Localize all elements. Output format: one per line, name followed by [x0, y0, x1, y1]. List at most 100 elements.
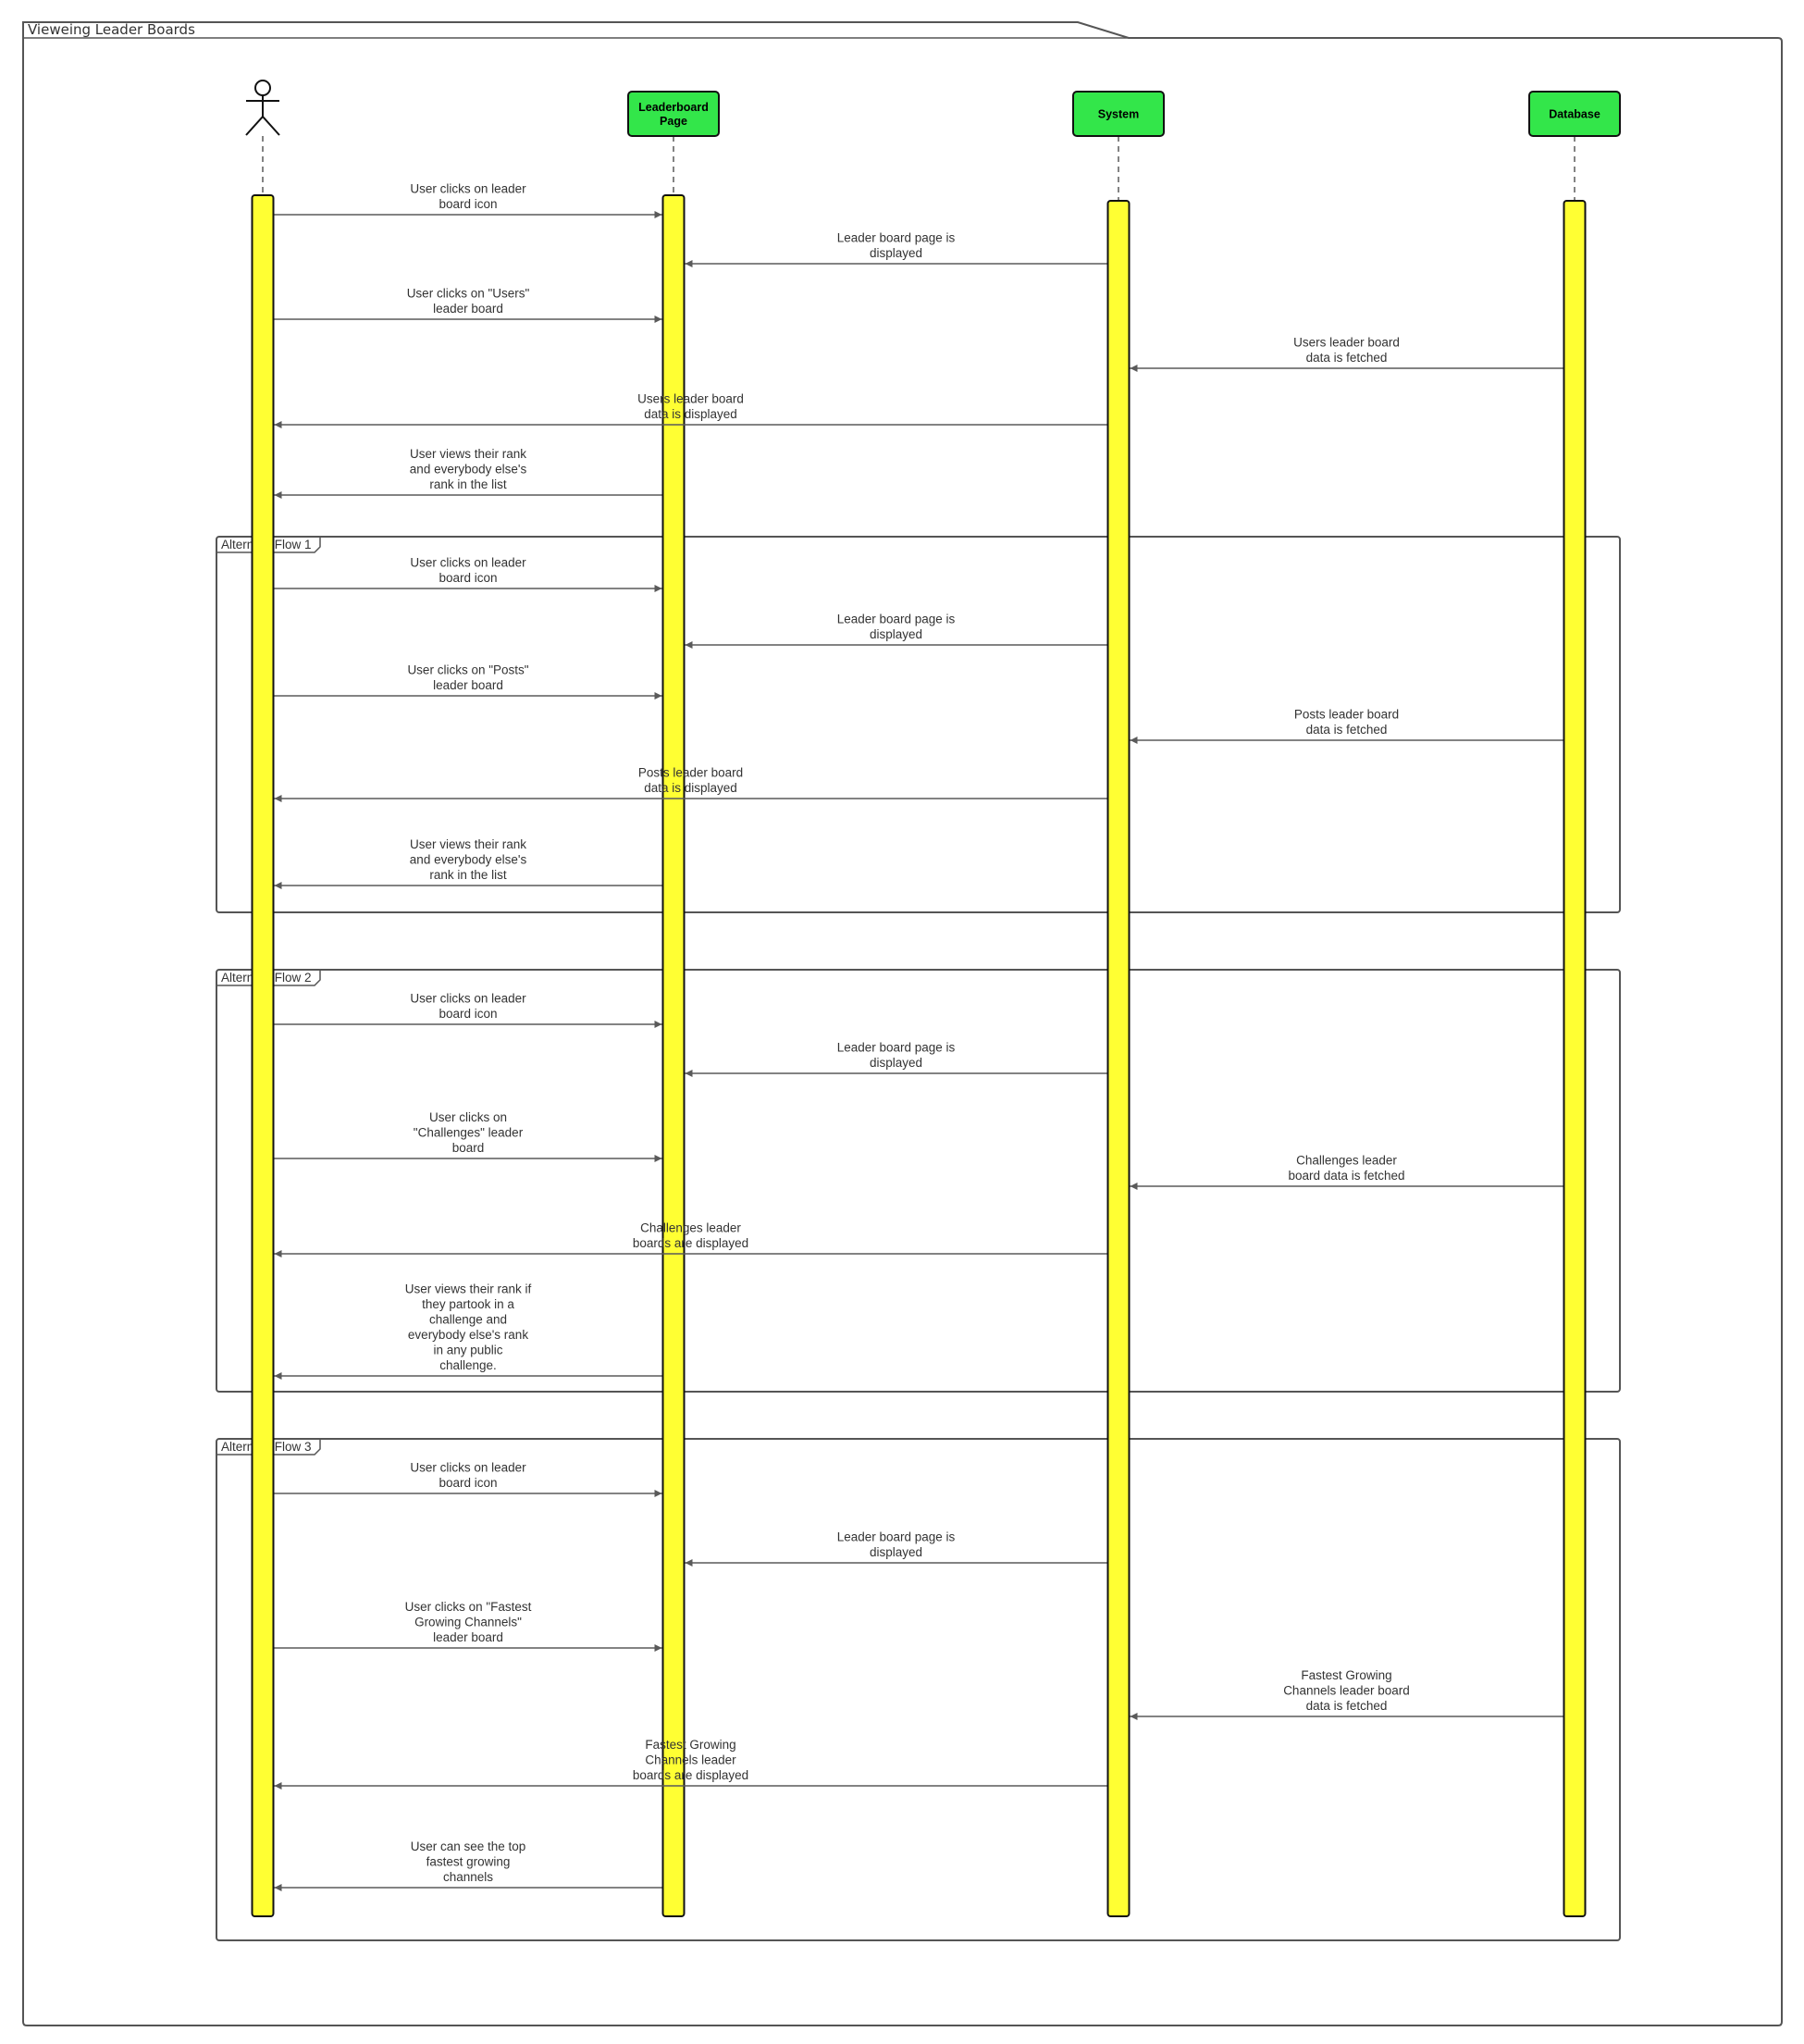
- message-label-line: data is displayed: [644, 407, 737, 421]
- outer-frame: Vieweing Leader Boards: [22, 21, 1783, 2026]
- message-label-line: Channels leader: [645, 1753, 736, 1767]
- message-label-line: data is fetched: [1306, 351, 1388, 365]
- message-label-line: Leader board page is: [837, 231, 956, 245]
- fragment-box: [216, 969, 1621, 1393]
- message-label-line: displayed: [870, 246, 922, 260]
- message-label-line: Fastest Growing: [1301, 1668, 1391, 1682]
- participant-database: Database: [1528, 91, 1621, 137]
- message-label-line: and everybody else's: [410, 853, 527, 867]
- participant-label-line: System: [1098, 108, 1139, 121]
- message-label-line: board icon: [439, 197, 497, 211]
- message-label-line: Users leader board: [637, 392, 744, 406]
- participant-box: [1072, 91, 1165, 137]
- message-label-line: User clicks on "Users": [407, 287, 530, 301]
- message-label-line: User clicks on "Posts": [407, 663, 528, 677]
- message-label-line: board icon: [439, 1007, 497, 1021]
- activation-bar-system: [1106, 200, 1131, 1917]
- message-label-line: User clicks on leader: [410, 992, 526, 1006]
- message-label-line: User clicks on leader: [410, 556, 526, 570]
- fragment-box: [216, 1438, 1621, 1941]
- message-label-line: challenge and: [429, 1313, 507, 1327]
- actor-head: [254, 80, 271, 96]
- message-label-line: they partook in a: [422, 1297, 514, 1311]
- message-label-line: User clicks on "Fastest: [405, 1600, 532, 1614]
- message-label-line: board data is fetched: [1288, 1169, 1404, 1183]
- message-label-line: displayed: [870, 1056, 922, 1070]
- participant-label-line: Leaderboard: [638, 101, 709, 114]
- message-label-line: and everybody else's: [410, 463, 527, 477]
- message-label-line: boards are displayed: [633, 1236, 748, 1250]
- message-label-line: User clicks on: [429, 1110, 507, 1124]
- message-label-line: board: [452, 1141, 485, 1155]
- message-label-line: channels: [443, 1870, 493, 1884]
- participant-box: [1528, 91, 1621, 137]
- participant-box: [627, 91, 720, 137]
- message-label-line: displayed: [870, 627, 922, 641]
- message-label-line: User can see the top: [411, 1840, 526, 1853]
- message-label: User clicks on "Users"leader board: [407, 287, 530, 316]
- actor-left-leg: [245, 116, 264, 136]
- message-label-line: boards are displayed: [633, 1768, 748, 1782]
- message-label-line: Challenges leader: [1296, 1154, 1397, 1168]
- message-label-line: board icon: [439, 1476, 497, 1490]
- lifelines: [262, 136, 1575, 201]
- message-label-line: fastest growing: [426, 1855, 511, 1869]
- message-label-line: in any public: [433, 1344, 502, 1357]
- message-label-line: challenge.: [439, 1358, 497, 1372]
- message-label-line: User views their rank if: [405, 1282, 532, 1296]
- message-9: User clicks on "Posts"leader board: [274, 663, 662, 700]
- message-label-line: leader board: [433, 678, 503, 692]
- message-label-line: User views their rank: [410, 447, 526, 461]
- message-label-line: Leader board page is: [837, 613, 956, 626]
- participant-label: System: [1098, 108, 1139, 121]
- message-label-line: Challenges leader: [640, 1221, 741, 1235]
- stick-figure-actor-icon: [245, 80, 280, 136]
- message-label-line: Fastest Growing: [645, 1738, 735, 1752]
- message-label-line: data is displayed: [644, 781, 737, 795]
- actor-right-leg: [262, 116, 280, 136]
- message-label-line: "Challenges" leader: [414, 1126, 524, 1140]
- message-label-line: rank in the list: [429, 477, 507, 491]
- message-label: User clicks on "Posts"leader board: [407, 663, 528, 693]
- frame-border: [22, 21, 1783, 2026]
- message-label-line: displayed: [870, 1545, 922, 1559]
- message-label-line: Posts leader board: [1294, 708, 1399, 722]
- message-label-line: User clicks on leader: [410, 182, 526, 196]
